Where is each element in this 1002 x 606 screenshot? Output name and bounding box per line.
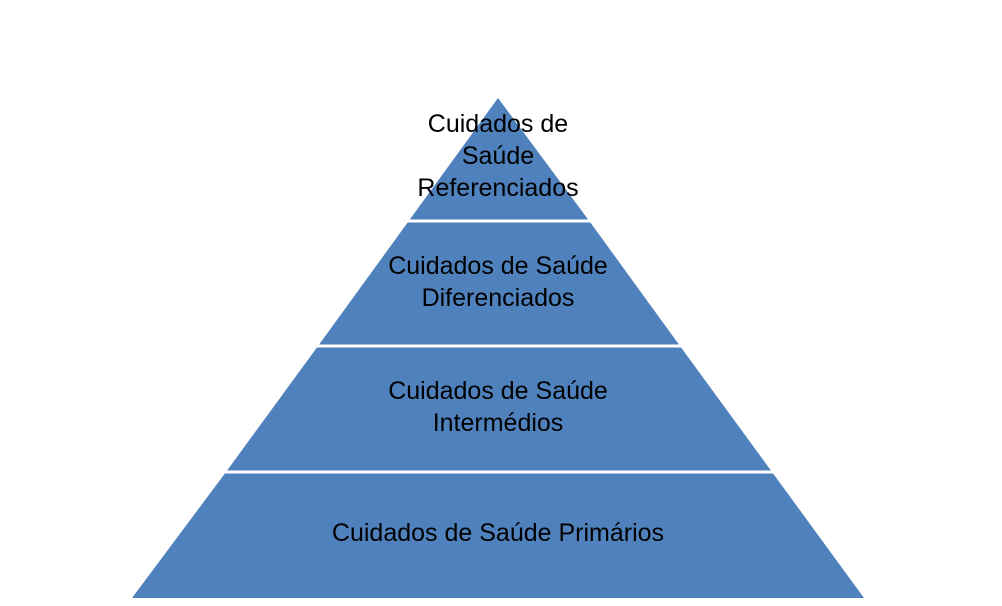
tier-label-intermedios: Cuidados de Saúde Intermédios <box>388 377 608 437</box>
tier-label-diferenciados: Cuidados de Saúde Diferenciados <box>388 252 608 312</box>
pyramid-tier-third <box>226 346 772 472</box>
pyramid-tier-base <box>132 472 864 598</box>
tier-label-referenciados: Cuidados de Saúde Referenciados <box>417 110 579 202</box>
pyramid-tier-top <box>408 98 590 222</box>
tier-label-primarios: Cuidados de Saúde Primários <box>331 519 665 547</box>
pyramid-tier-second <box>318 222 680 346</box>
